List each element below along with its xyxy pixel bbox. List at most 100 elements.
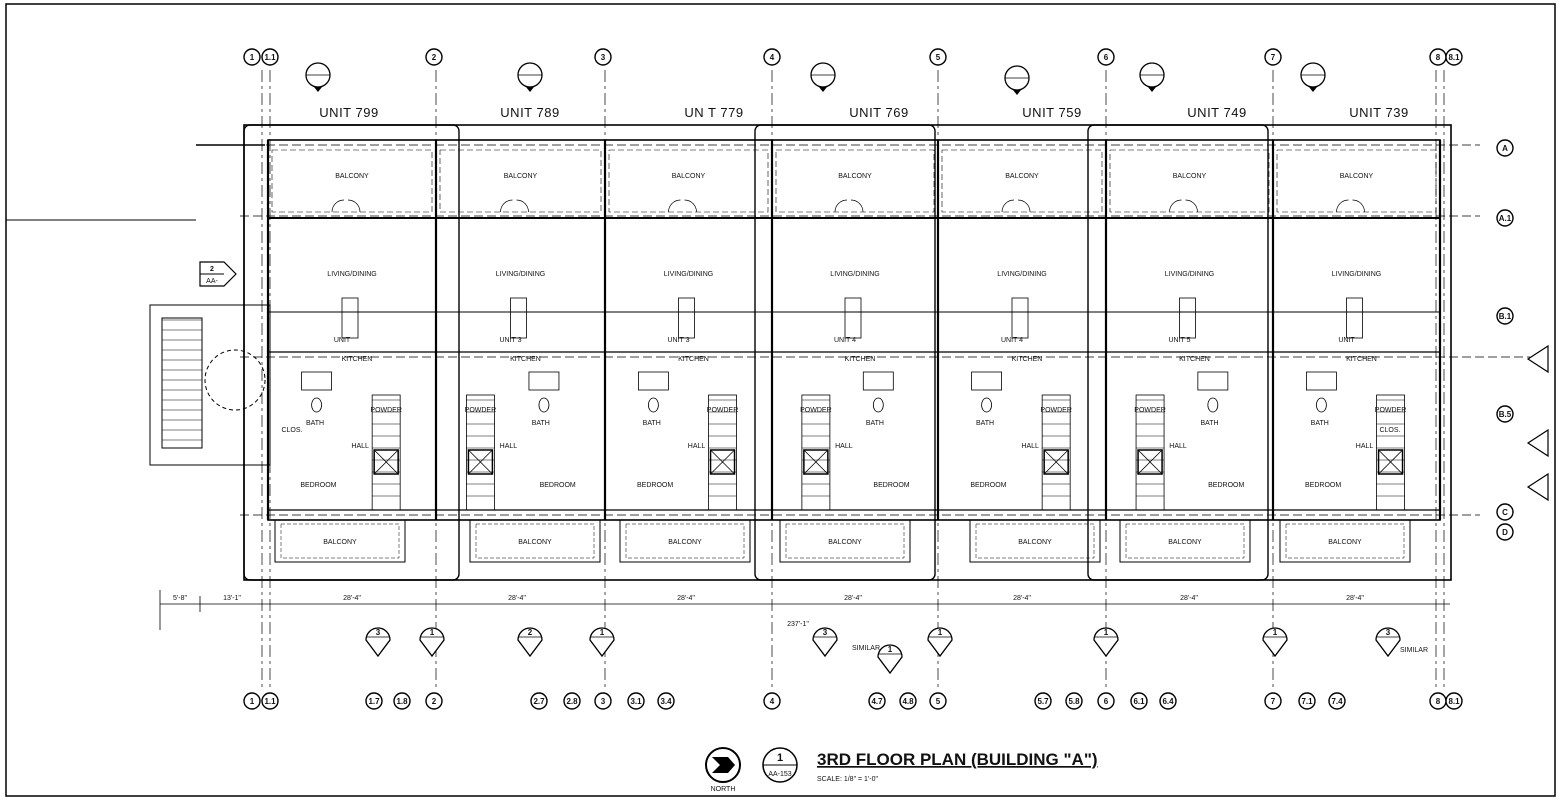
section-tag [365,627,391,658]
grid-bubble-bottom-label: 6 [1104,697,1109,706]
toilet [311,397,323,413]
grid-bubble-bottom-label: 3.1 [630,697,642,706]
unit-frame [243,124,460,581]
lower-balcony [619,519,751,563]
room-label-powder: POWDER [370,407,402,414]
tub [862,371,894,391]
section-tag [927,627,953,658]
grid-bubble-right [1496,307,1514,325]
grid-bubble-bottom-label: 2.8 [566,697,578,706]
grid-bubble-bottom-label: 1.1 [264,697,276,706]
chase-box [1377,449,1404,475]
room-label-living: LIVING/DINING [1165,271,1214,278]
grid-bubble-top-label: 3 [601,53,606,62]
grid-bubble-top [1264,48,1282,66]
grid-bubble-bottom [365,692,383,710]
room-label-balcony: BALCONY [838,173,872,180]
section-tag-num: 3 [823,628,828,637]
tub [301,371,333,391]
section-tag [517,627,543,658]
lower-balcony-label: BALCONY [828,539,862,546]
grid-bubble-bottom [530,692,548,710]
left-tag-num: 2 [210,266,214,273]
left-section-tag: 2 AA- [199,261,237,287]
room-label-living: LIVING/DINING [496,271,545,278]
unit-type-label: UNIT 4 [834,337,856,344]
unit-type-label: UNIT [1338,337,1355,344]
room-label-bedroom: BEDROOM [1305,482,1341,489]
section-tag-num: 1 [430,628,435,637]
balcony-outline [1276,149,1437,213]
unit-type-label: UNIT 5 [1168,337,1190,344]
unit-frame [754,124,936,581]
room-label-living: LIVING/DINING [997,271,1046,278]
room-label-bath: BATH [976,420,994,427]
room-label-bath: BATH [643,420,661,427]
grid-bubble-right-label: D [1502,528,1508,537]
dimension-label: 237'-1" [787,621,809,628]
unit-title: UNIT 789 [500,105,559,120]
section-tag-num: 1 [938,628,943,637]
balcony-outline [608,149,769,213]
grid-bubble-right-label: C [1502,508,1508,517]
door-swing [1336,199,1349,213]
unit-stair [371,394,401,511]
door-swing [1001,199,1015,213]
chase-x [1137,449,1163,475]
grid-bubble-bottom-label: 5.7 [1037,697,1049,706]
room-label-bath: BATH [532,420,550,427]
door-swing [1185,199,1198,213]
tub [1306,371,1337,391]
door-swing [1017,199,1031,213]
grid-bubble-bottom [929,692,947,710]
grid-bubble-bottom [1130,692,1148,710]
toilet [981,397,992,413]
lower-balcony [1279,519,1411,563]
dimension-label: 28'-4" [1180,595,1198,602]
grid-bubble-top-label: 1.1 [264,53,276,62]
grid-bubble-bottom [1159,692,1177,710]
room-label-living: LIVING/DINING [830,271,879,278]
grid-bubble-right-label: A.1 [1499,214,1512,223]
grid-lines-horizontal [240,144,1530,516]
dimension-string [159,590,1450,630]
grid-bubble-right [1496,503,1514,521]
room-label-powder: POWDER [800,407,832,414]
grid-bubble-bottom [425,692,443,710]
dimension-label: 28'-4" [677,595,695,602]
lower-balcony-inner [475,523,595,559]
grid-bubble-top [243,48,261,66]
grid-bubble-bottom-label: 2 [432,697,437,706]
elevation-tag-pointer [1309,87,1317,92]
grid-bubble-bottom-label: 5 [936,697,941,706]
grid-bubble-bottom [1445,692,1463,710]
kitchen-counter [678,297,695,339]
dimension-label: 28'-4" [1013,595,1031,602]
grid-bubble-bottom-label: 6.1 [1133,697,1145,706]
lower-balcony-inner [975,523,1095,559]
right-grid-bubbles: AA.1B.1B.5CD [1496,139,1514,541]
grid-bubble-right-label: B.5 [1499,410,1512,419]
unit-stair [1376,394,1405,511]
room-labels: BALCONYLIVING/DININGKITCHENUNITBEDROOMBA… [281,173,1406,489]
grid-bubble-bottom-label: 4 [770,697,775,706]
dimension-label: 5'-8" [173,595,187,602]
chase-x [1378,449,1403,475]
kitchen-counter [341,297,359,339]
chase-box [373,449,399,475]
room-label-bedroom: BEDROOM [637,482,673,489]
grid-bubble-bottom-label: 8 [1436,697,1441,706]
section-tag [1093,627,1119,658]
section-tag-num: 1 [1104,628,1109,637]
tub [1197,371,1229,391]
lower-balcony [274,519,406,563]
grid-bubble-bottom [261,692,279,710]
section-tag [1262,627,1288,658]
toilet [872,397,884,413]
door-swing [516,199,529,213]
unit-stair [466,394,495,511]
grid-bubble-bottom [1034,692,1052,710]
